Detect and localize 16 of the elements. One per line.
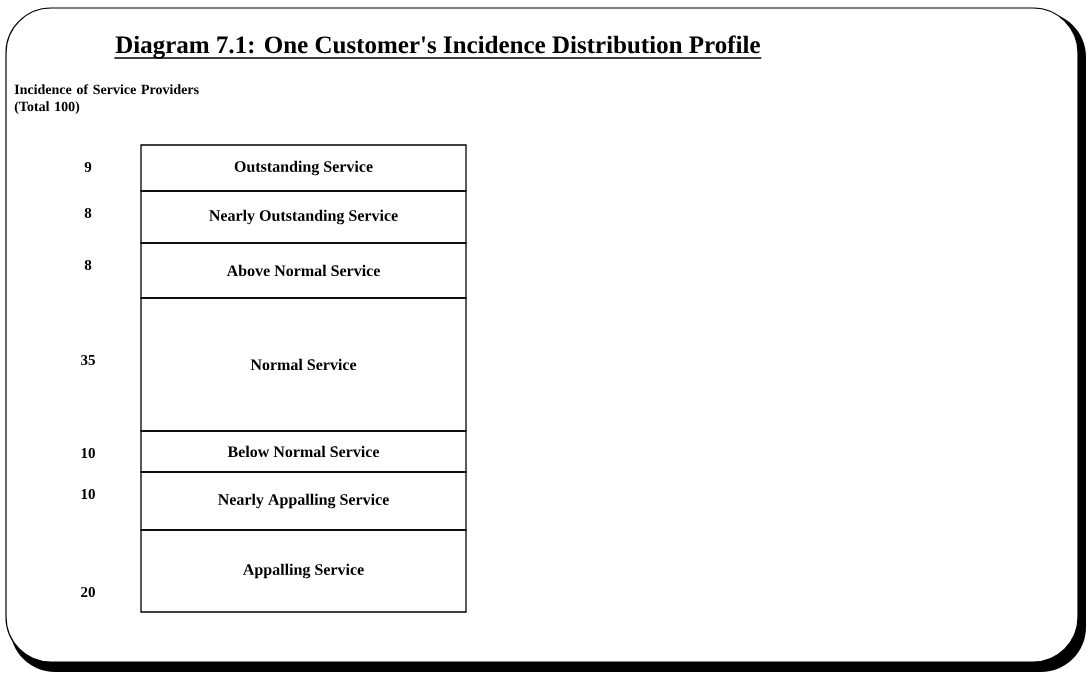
band-box: Outstanding Service [140, 144, 467, 192]
band-box: Nearly Outstanding Service [140, 190, 467, 244]
count-number: 10 [81, 447, 95, 459]
band-box: Below Normal Service [140, 430, 467, 473]
band-box: Normal Service [140, 297, 467, 432]
count-number: 20 [81, 586, 95, 598]
count-number: 35 [81, 354, 95, 365]
band-box: Appalling Service [140, 529, 467, 613]
count-number: 9 [84, 161, 92, 172]
count-number: 8 [84, 207, 92, 219]
count-number: 8 [84, 259, 92, 271]
band-box: Above Normal Service [140, 242, 467, 299]
count-number: 10 [81, 488, 95, 500]
axis-label: Incidence of Service Providers (Total 100) [14, 84, 199, 114]
band-box: Nearly Appalling Service [140, 471, 467, 531]
title: Diagram 7.1: One Customer's Incidence Distribution Profile [114, 35, 762, 59]
